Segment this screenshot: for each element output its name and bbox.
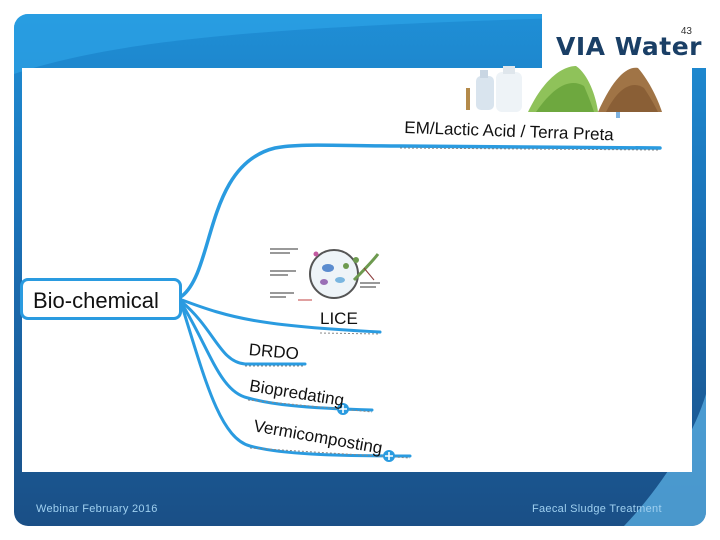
footer-webinar-date: Webinar February 2016 (36, 503, 158, 515)
branch-lice[interactable]: LICE (320, 309, 358, 328)
frame-swoosh-decoration (14, 14, 706, 526)
expand-plus-icon (383, 450, 395, 462)
compost-photos-image (466, 66, 662, 118)
root-node-label: Bio-chemical (33, 288, 159, 313)
logo-area (542, 14, 706, 68)
via-water-logo: VIA Water (556, 32, 702, 61)
expand-plus-icon (337, 403, 349, 415)
root-node-box[interactable]: Bio-chemical (20, 278, 182, 320)
branch-drdo[interactable]: DRDO (248, 340, 300, 364)
lice-diagram-image (270, 248, 380, 301)
footer-topic: Faecal Sludge Treatment (532, 503, 662, 515)
slide-number: 43 (680, 26, 692, 37)
